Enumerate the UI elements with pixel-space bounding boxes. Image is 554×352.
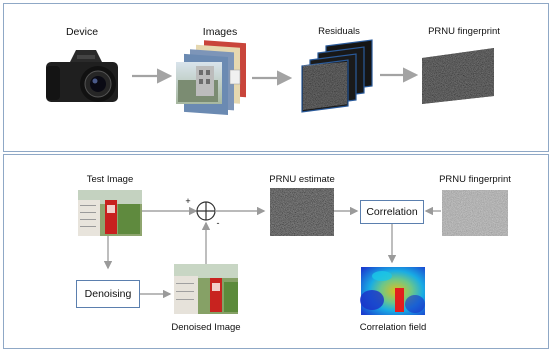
correlation-field-image <box>360 267 425 315</box>
device-label: Device <box>65 26 99 38</box>
images-label: Images <box>202 26 238 38</box>
sum-node-icon <box>196 201 216 221</box>
prnu-estimate-label: PRNU estimate <box>269 174 335 185</box>
denoised-image-label: Denoised Image <box>171 322 241 333</box>
denoised-image <box>174 264 238 314</box>
correlation-box: Correlation <box>360 200 424 224</box>
bottom-panel <box>3 154 549 349</box>
prnu-fingerprint-image-top <box>422 48 494 104</box>
minus-sign: - <box>216 218 220 228</box>
prnu-fingerprint-image-bottom <box>442 190 508 236</box>
prnu-fingerprint-label-top: PRNU fingerprint <box>428 26 500 37</box>
residuals-label: Residuals <box>318 26 360 37</box>
test-image-label: Test Image <box>86 174 134 185</box>
test-image <box>78 190 142 236</box>
plus-sign: + <box>185 196 191 206</box>
correlation-field-label: Correlation field <box>359 322 427 333</box>
denoising-box: Denoising <box>76 280 140 308</box>
prnu-estimate-image <box>270 188 334 236</box>
camera-icon <box>46 50 118 102</box>
prnu-fingerprint-label-bottom: PRNU fingerprint <box>439 174 511 185</box>
residuals-stack <box>301 39 373 113</box>
images-stack <box>176 40 246 115</box>
